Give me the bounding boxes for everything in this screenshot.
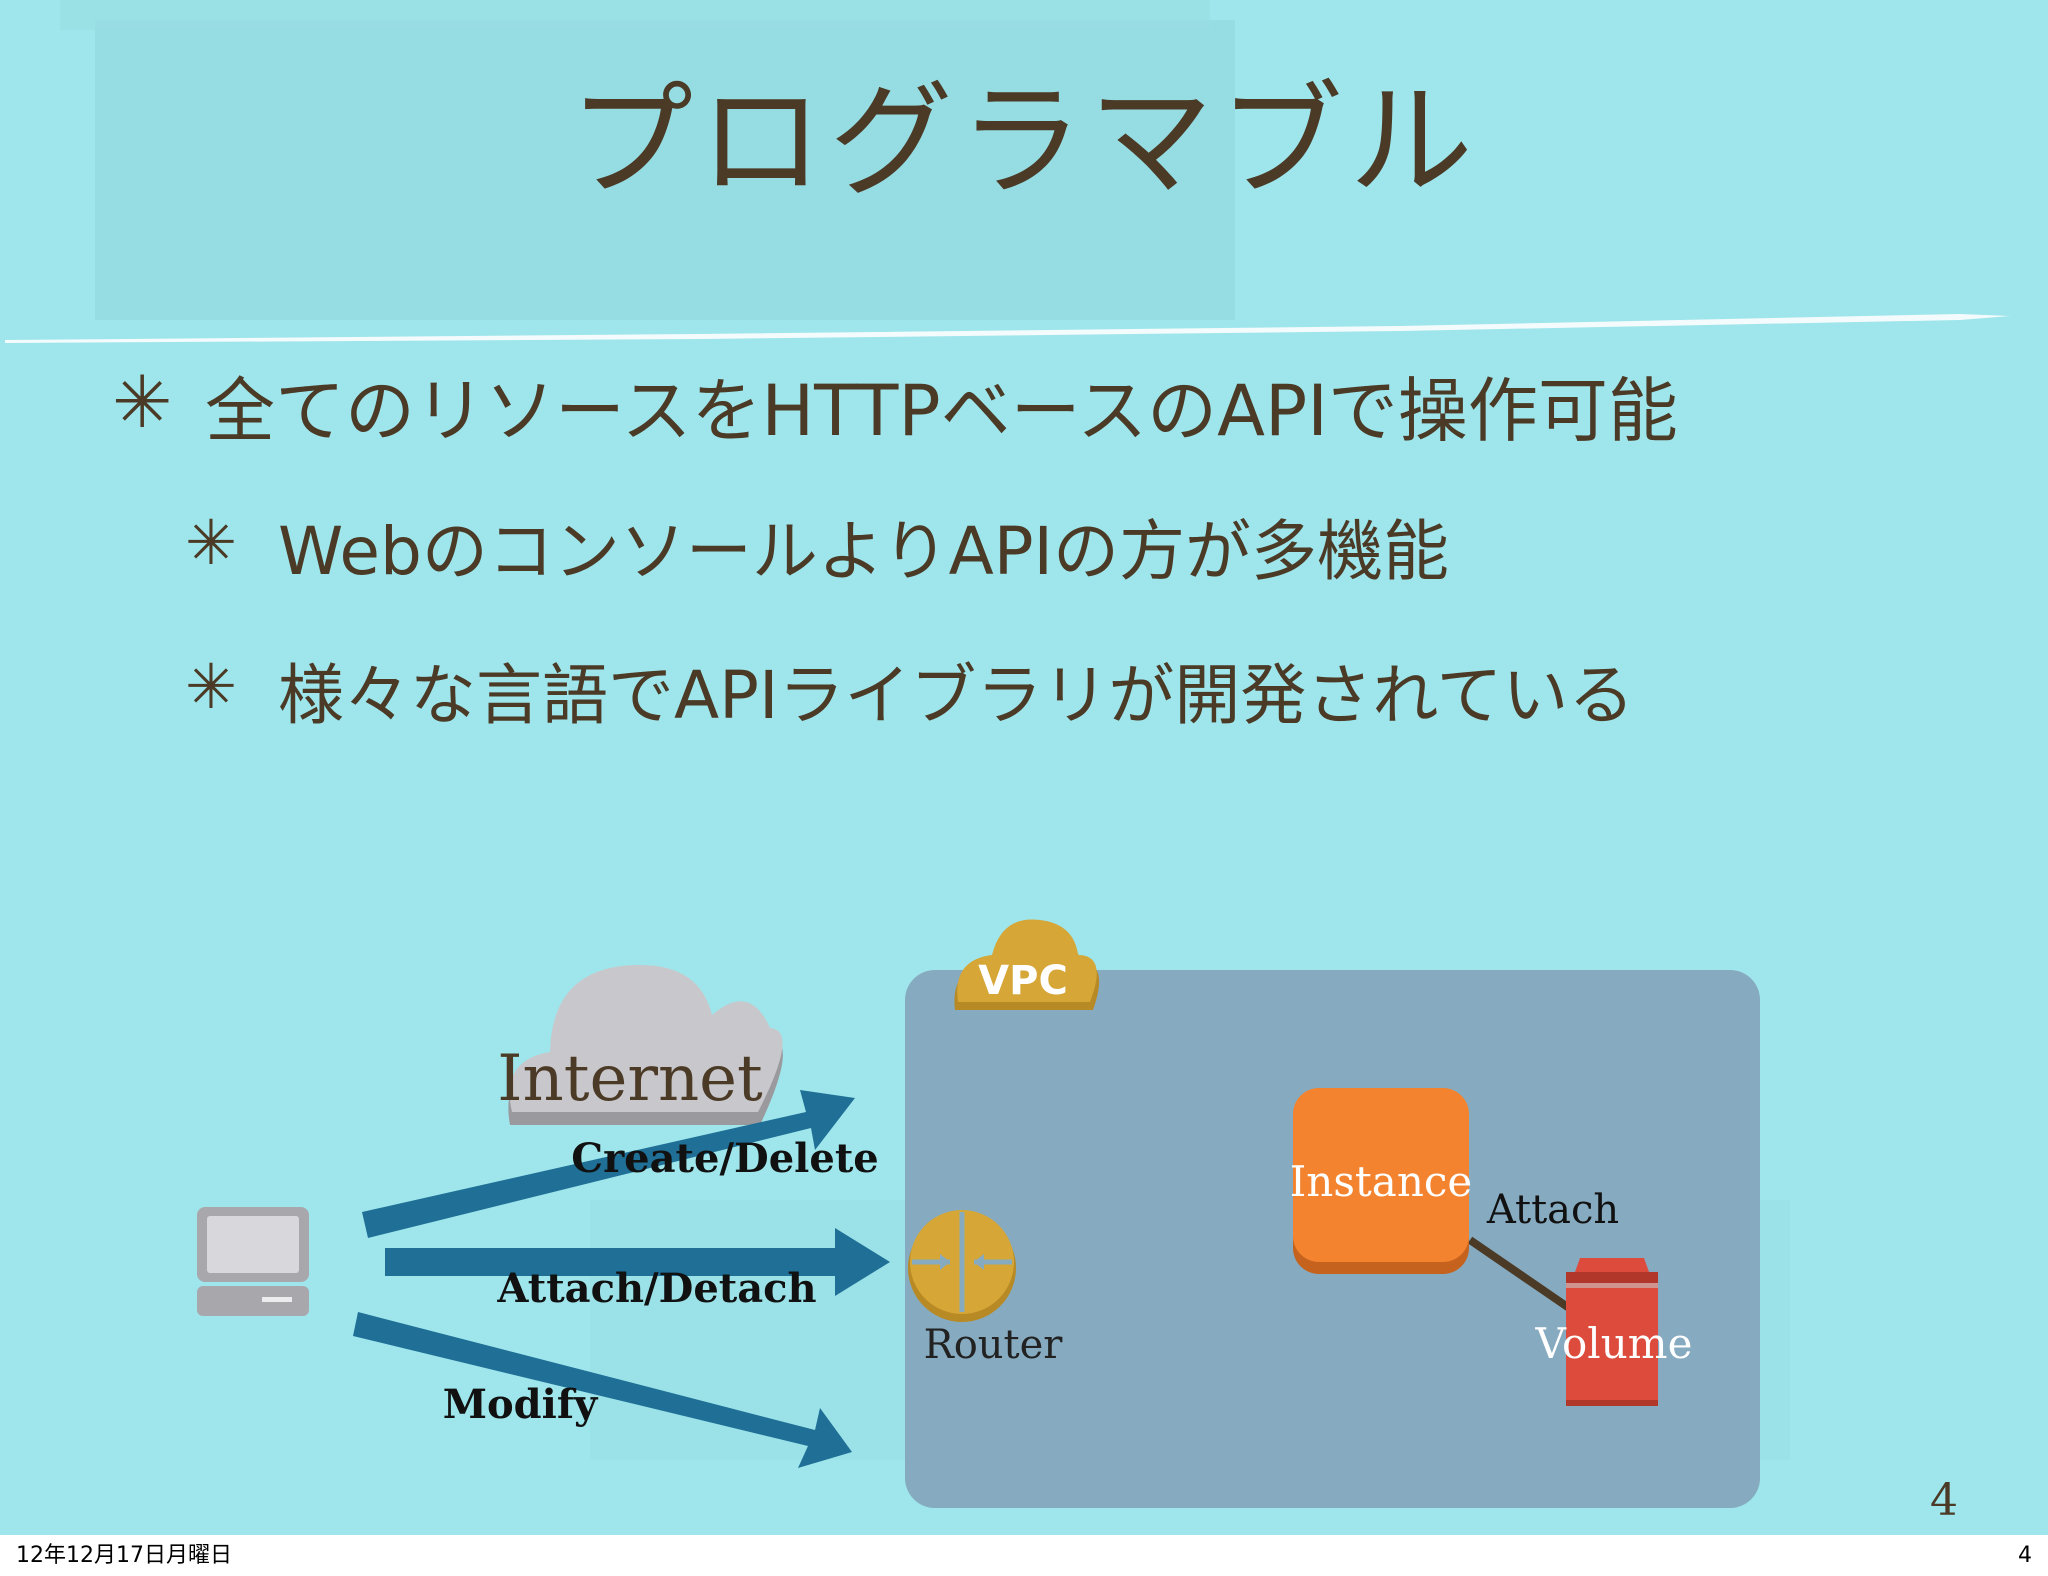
instance-box	[1293, 1088, 1469, 1262]
slide-number: 4	[1930, 1475, 1958, 1526]
arrow-attach-detach	[385, 1228, 890, 1296]
slide-title: プログラマブル	[568, 70, 1479, 214]
internet-label: Internet	[497, 1042, 763, 1116]
sub-bullet-marker: ✳	[185, 650, 237, 723]
volume-label: Volume	[1535, 1319, 1693, 1368]
footer-page-number: 4	[2018, 1543, 2032, 1568]
router-icon	[908, 1210, 1016, 1322]
router-label: Router	[924, 1322, 1064, 1368]
slide: プログラマブル ✳ 全てのリソースをHTTPベースのAPIで操作可能 ✳ Web…	[0, 0, 2048, 1535]
instance-label: Instance	[1290, 1157, 1473, 1206]
architecture-diagram: VPC Internet Create/Delete Attach/Detach…	[197, 919, 1958, 1526]
arrow-label-create-delete: Create/Delete	[571, 1135, 879, 1182]
attach-connector	[1467, 1236, 1575, 1314]
arrow-modify	[353, 1312, 852, 1468]
attach-label: Attach	[1486, 1187, 1619, 1233]
volume-icon	[1566, 1258, 1658, 1406]
arrow-label-modify: Modify	[443, 1381, 599, 1428]
vpc-cloud-icon	[954, 919, 1100, 1010]
bullet-1: 全てのリソースをHTTPベースのAPIで操作可能	[205, 370, 1678, 452]
sub-bullet-marker: ✳	[185, 506, 237, 579]
bullet-marker: ✳	[112, 360, 173, 444]
vpc-label: VPC	[978, 958, 1068, 1004]
arrow-label-attach-detach: Attach/Detach	[496, 1265, 816, 1312]
sub-bullet-2: 様々な言語でAPIライブラリが開発されている	[278, 657, 1635, 734]
sub-bullet-1: WebのコンソールよりAPIの方が多機能	[278, 513, 1449, 590]
internet-cloud-icon	[508, 965, 783, 1125]
footer-date: 12年12月17日月曜日	[16, 1543, 232, 1568]
arrow-create-delete	[362, 1090, 855, 1238]
computer-icon	[197, 1207, 309, 1316]
